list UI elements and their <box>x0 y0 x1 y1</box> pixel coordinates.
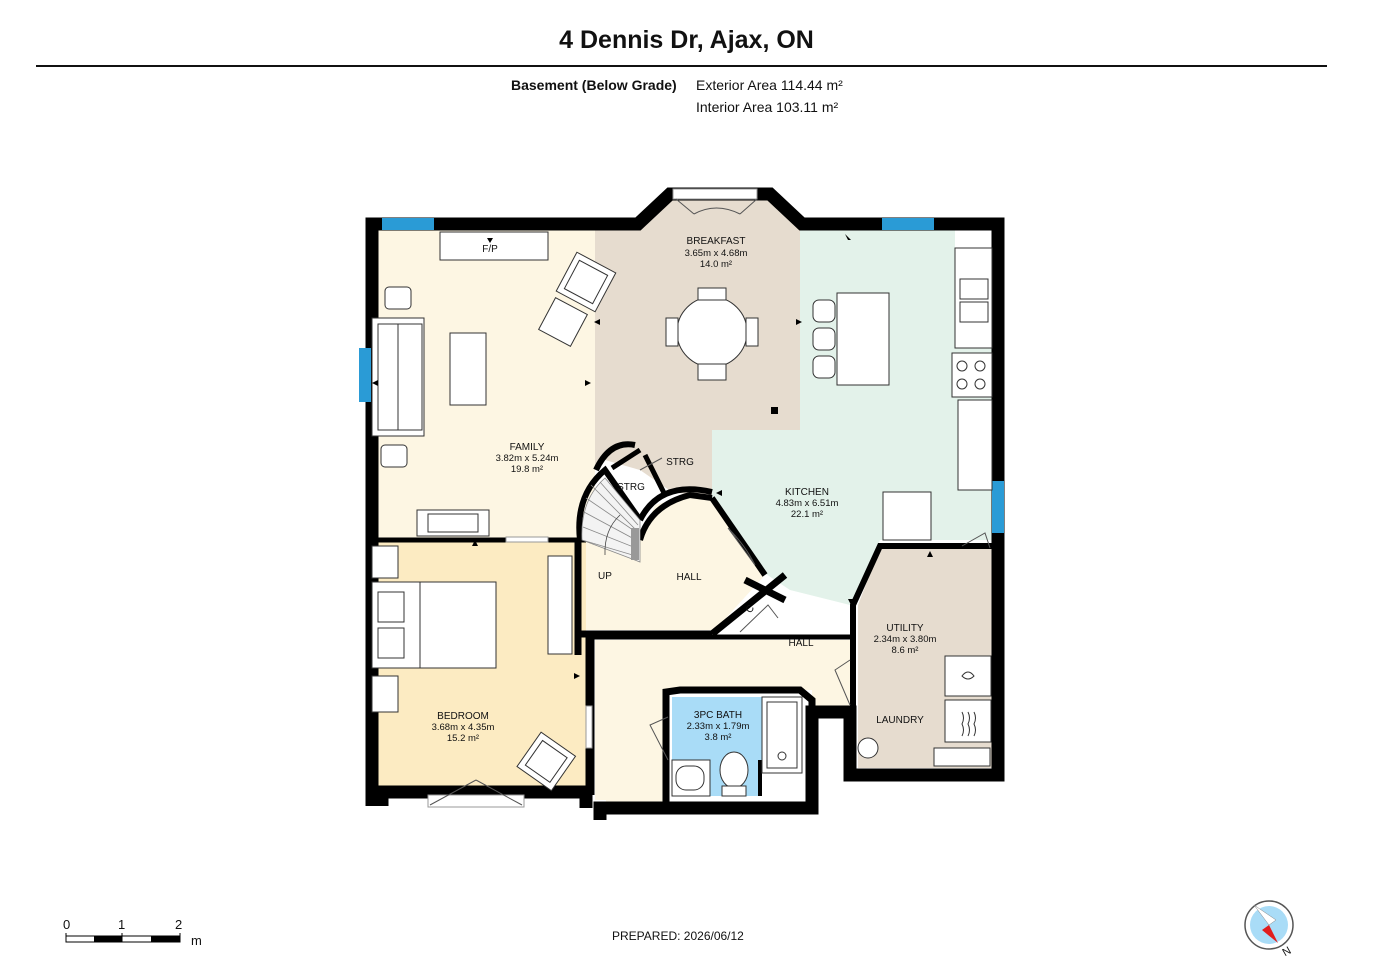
bath-fixtures <box>671 696 803 797</box>
scale-tick-1: 1 <box>118 917 125 932</box>
utility-dims: 2.34m x 3.80m <box>874 634 937 645</box>
bath-name: 3PC BATH <box>694 710 742 721</box>
windows <box>359 188 1004 808</box>
bedroom-dims: 3.68m x 4.35m <box>432 722 495 733</box>
scale-unit: m <box>191 933 202 948</box>
family-area: 19.8 m² <box>511 464 543 475</box>
family-name: FAMILY <box>510 442 545 453</box>
bedroom-furniture <box>371 545 577 792</box>
compass-icon: N <box>1244 900 1294 959</box>
interior-walls <box>372 441 993 808</box>
hall-label-1: HALL <box>676 572 701 583</box>
lower-hall-floor <box>595 640 850 808</box>
access-arrows <box>372 234 933 679</box>
hall-label-2: HALL <box>788 638 813 649</box>
laundry-label: LAUNDRY <box>876 715 924 726</box>
scale-bar: 0 1 2 m <box>63 917 202 948</box>
breakfast-furniture <box>665 287 778 414</box>
bedroom-name: BEDROOM <box>437 711 489 722</box>
family-furniture <box>371 231 617 537</box>
level-label: Basement (Below Grade) <box>511 77 677 93</box>
kitchen-area: 22.1 m² <box>791 509 823 520</box>
doors <box>429 198 991 806</box>
closet-label: C <box>744 603 757 616</box>
scale-tick-0: 0 <box>63 917 70 932</box>
utility-name: UTILITY <box>886 623 924 634</box>
bedroom-area: 15.2 m² <box>447 733 479 744</box>
exterior-area: Exterior Area 114.44 m² <box>696 77 843 93</box>
family-dims: 3.82m x 5.24m <box>496 453 559 464</box>
compass-north-label: N <box>1281 945 1294 959</box>
prepared-date: PREPARED: 2026/06/12 <box>612 929 744 943</box>
fireplace-label: F/P <box>482 244 498 255</box>
interior-area: Interior Area 103.11 m² <box>696 99 839 115</box>
kitchen-dims: 4.83m x 6.51m <box>776 498 839 509</box>
scale-tick-2: 2 <box>175 917 182 932</box>
breakfast-dims: 3.65m x 4.68m <box>685 248 748 259</box>
utility-fixtures <box>857 655 992 767</box>
stairs <box>581 477 641 563</box>
storage-label-2: STRG <box>617 482 645 493</box>
kitchen-name: KITCHEN <box>785 487 829 498</box>
breakfast-area: 14.0 m² <box>700 259 732 270</box>
bath-dims: 2.33m x 1.79m <box>687 721 750 732</box>
title-divider <box>36 65 1327 67</box>
page-title: 4 Dennis Dr, Ajax, ON <box>559 26 814 54</box>
breakfast-name: BREAKFAST <box>687 236 746 247</box>
kitchen-furniture <box>812 247 993 541</box>
stairs-up-label: UP <box>598 571 612 582</box>
hall-floor <box>580 495 765 630</box>
bath-area: 3.8 m² <box>705 732 732 743</box>
storage-label-1: STRG <box>666 457 694 468</box>
utility-area: 8.6 m² <box>892 645 919 656</box>
